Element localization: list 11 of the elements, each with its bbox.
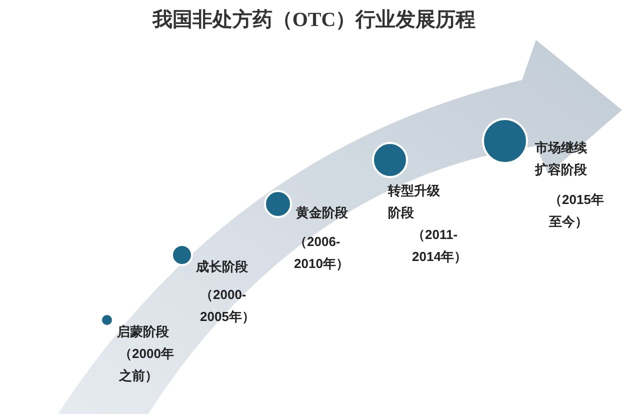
stage-period: （2000年之前） [119,345,175,385]
stage-period: （2006-2010年） [294,233,350,273]
stage-name: 转型升级阶段 [388,182,441,222]
stage-period: （2015年至今） [549,191,605,231]
stage-name: 黄金阶段 [296,204,349,222]
stage-name: 启蒙阶段 [117,323,170,341]
stage-period: （2011-2014年） [412,226,468,266]
stage-name: 成长阶段 [196,258,249,276]
title: 我国非处方药（OTC）行业发展历程 [151,8,477,33]
stage-period: （2000-2005年） [200,286,256,326]
stage-name: 市场继续扩容阶段 [535,139,588,179]
